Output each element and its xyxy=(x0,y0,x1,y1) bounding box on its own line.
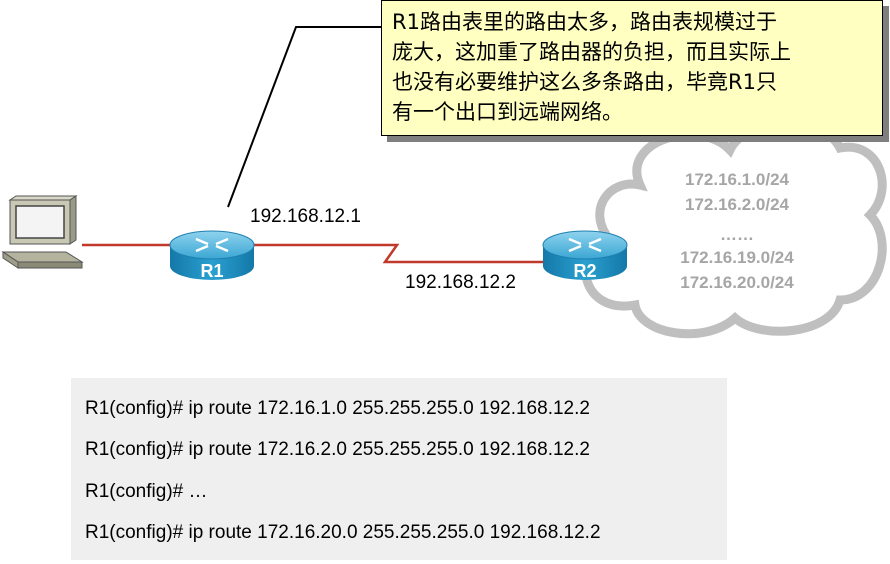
cloud-network: 172.16.1.0/24 xyxy=(685,170,789,189)
cloud-network: 172.16.2.0/24 xyxy=(685,195,789,214)
cloud-network: 172.16.20.0/24 xyxy=(680,273,794,292)
pc-icon xyxy=(1,195,84,269)
router-r2-label: R2 xyxy=(573,261,596,281)
cloud-network: 172.16.19.0/24 xyxy=(680,248,794,267)
r1-ip-label: 192.168.12.1 xyxy=(250,206,361,227)
callout-line: R1路由表里的路由太多，路由表规模过于 xyxy=(392,10,777,34)
router-r1-icon xyxy=(169,230,255,280)
command-line: R1(config)# ip route 172.16.20.0 255.255… xyxy=(85,522,601,543)
serial-link xyxy=(254,243,543,264)
router-r1-label: R1 xyxy=(200,261,223,281)
callout-pointer xyxy=(227,26,381,208)
callout-line: 有一个出口到远端网络。 xyxy=(392,100,623,124)
router-r2-icon xyxy=(542,230,628,280)
command-line: R1(config)# … xyxy=(85,481,208,502)
command-line: R1(config)# ip route 172.16.1.0 255.255.… xyxy=(85,398,590,419)
callout-note: R1路由表里的路由太多，路由表规模过于 庞大，这加重了路由器的负担，而且实际上 … xyxy=(381,0,883,136)
cloud-network-ellipsis: …… xyxy=(720,225,754,244)
command-box: R1(config)# ip route 172.16.1.0 255.255.… xyxy=(71,378,727,560)
callout-line: 也没有必要维护这么多条路由，毕竟R1只 xyxy=(392,70,777,94)
r2-ip-label: 192.168.12.2 xyxy=(405,272,516,293)
callout-line: 庞大，这加重了路由器的负担，而且实际上 xyxy=(392,40,791,64)
command-line: R1(config)# ip route 172.16.2.0 255.255.… xyxy=(85,439,590,460)
